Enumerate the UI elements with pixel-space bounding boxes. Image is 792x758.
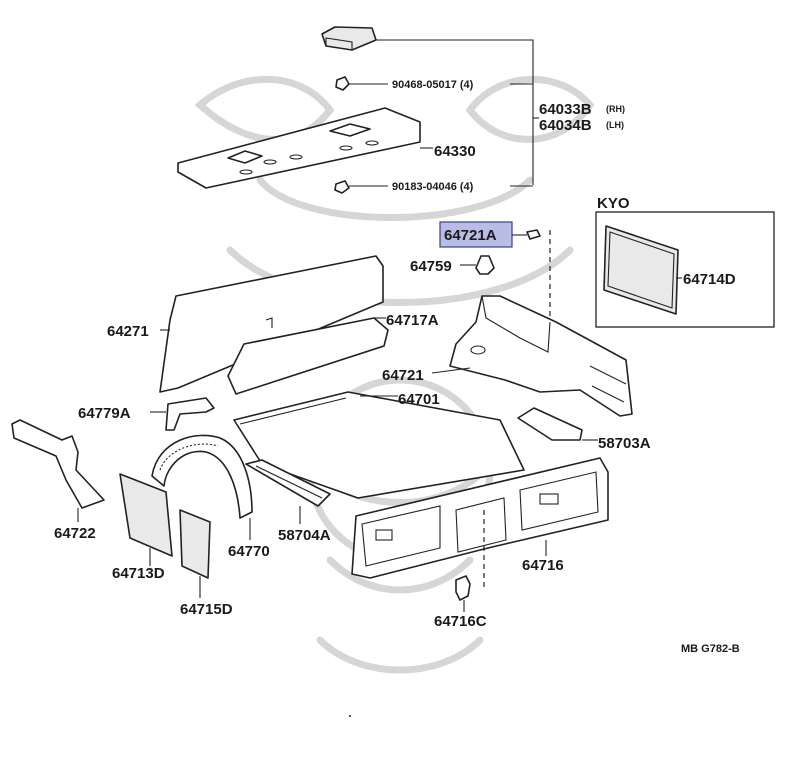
label-90468-05017: 90468-05017 (4)	[392, 79, 474, 91]
label-64721A: 64721A	[444, 227, 497, 244]
label-64034B-side: (LH)	[606, 120, 624, 130]
part-64770[interactable]: 64770	[151, 434, 270, 560]
part-64759[interactable]: 64759	[410, 255, 495, 275]
label-64716: 64716	[522, 557, 564, 574]
label-58703A: 58703A	[598, 435, 651, 452]
label-64721: 64721	[382, 367, 424, 384]
label-64770: 64770	[228, 543, 270, 560]
part-64716C[interactable]: 64716C	[434, 575, 487, 630]
diagram-ref: MB G782-B	[681, 643, 740, 655]
label-64330: 64330	[434, 143, 476, 160]
label-kyo: KYO	[597, 195, 630, 212]
label-64722: 64722	[54, 525, 96, 542]
part-64721[interactable]: 64721	[382, 295, 633, 417]
label-90183-04046: 90183-04046 (4)	[392, 181, 474, 193]
label-64271: 64271	[107, 323, 149, 340]
part-58704A[interactable]: 58704A	[245, 459, 331, 544]
part-64330[interactable]: 64330	[177, 107, 476, 189]
part-64715D[interactable]: 64715D	[179, 509, 233, 618]
part-90468-05017[interactable]: 90468-05017 (4)	[335, 76, 533, 91]
label-64716C: 64716C	[434, 613, 487, 630]
label-64779A: 64779A	[78, 405, 131, 422]
kyo-group: KYO 64714D	[595, 195, 775, 328]
part-64714D[interactable]: 64714D	[603, 225, 736, 315]
dot	[349, 715, 351, 717]
part-64271[interactable]: 64271	[107, 255, 384, 393]
label-64714D: 64714D	[683, 271, 736, 288]
part-64701[interactable]: 64701	[233, 391, 525, 499]
label-58704A: 58704A	[278, 527, 331, 544]
part-64033B[interactable]	[321, 26, 534, 185]
part-64713D[interactable]: 64713D	[112, 473, 173, 582]
label-64717A: 64717A	[386, 312, 439, 329]
part-90183-04046[interactable]: 90183-04046 (4)	[334, 180, 533, 194]
label-64034B: 64034B	[539, 117, 592, 134]
part-64722[interactable]: 64722	[11, 419, 105, 542]
label-64715D: 64715D	[180, 601, 233, 618]
label-64033B-side: (RH)	[606, 104, 625, 114]
part-64717A[interactable]: 64717A	[227, 312, 439, 395]
part-64779A[interactable]: 64779A	[78, 397, 215, 431]
label-64033B: 64033B	[539, 101, 592, 118]
part-58703A[interactable]: 58703A	[517, 407, 651, 452]
label-64759: 64759	[410, 258, 452, 275]
label-64713D: 64713D	[112, 565, 165, 582]
label-64701: 64701	[398, 391, 440, 408]
part-64721A[interactable]: 64721A	[439, 221, 551, 340]
part-64716[interactable]: 64716	[351, 457, 609, 590]
